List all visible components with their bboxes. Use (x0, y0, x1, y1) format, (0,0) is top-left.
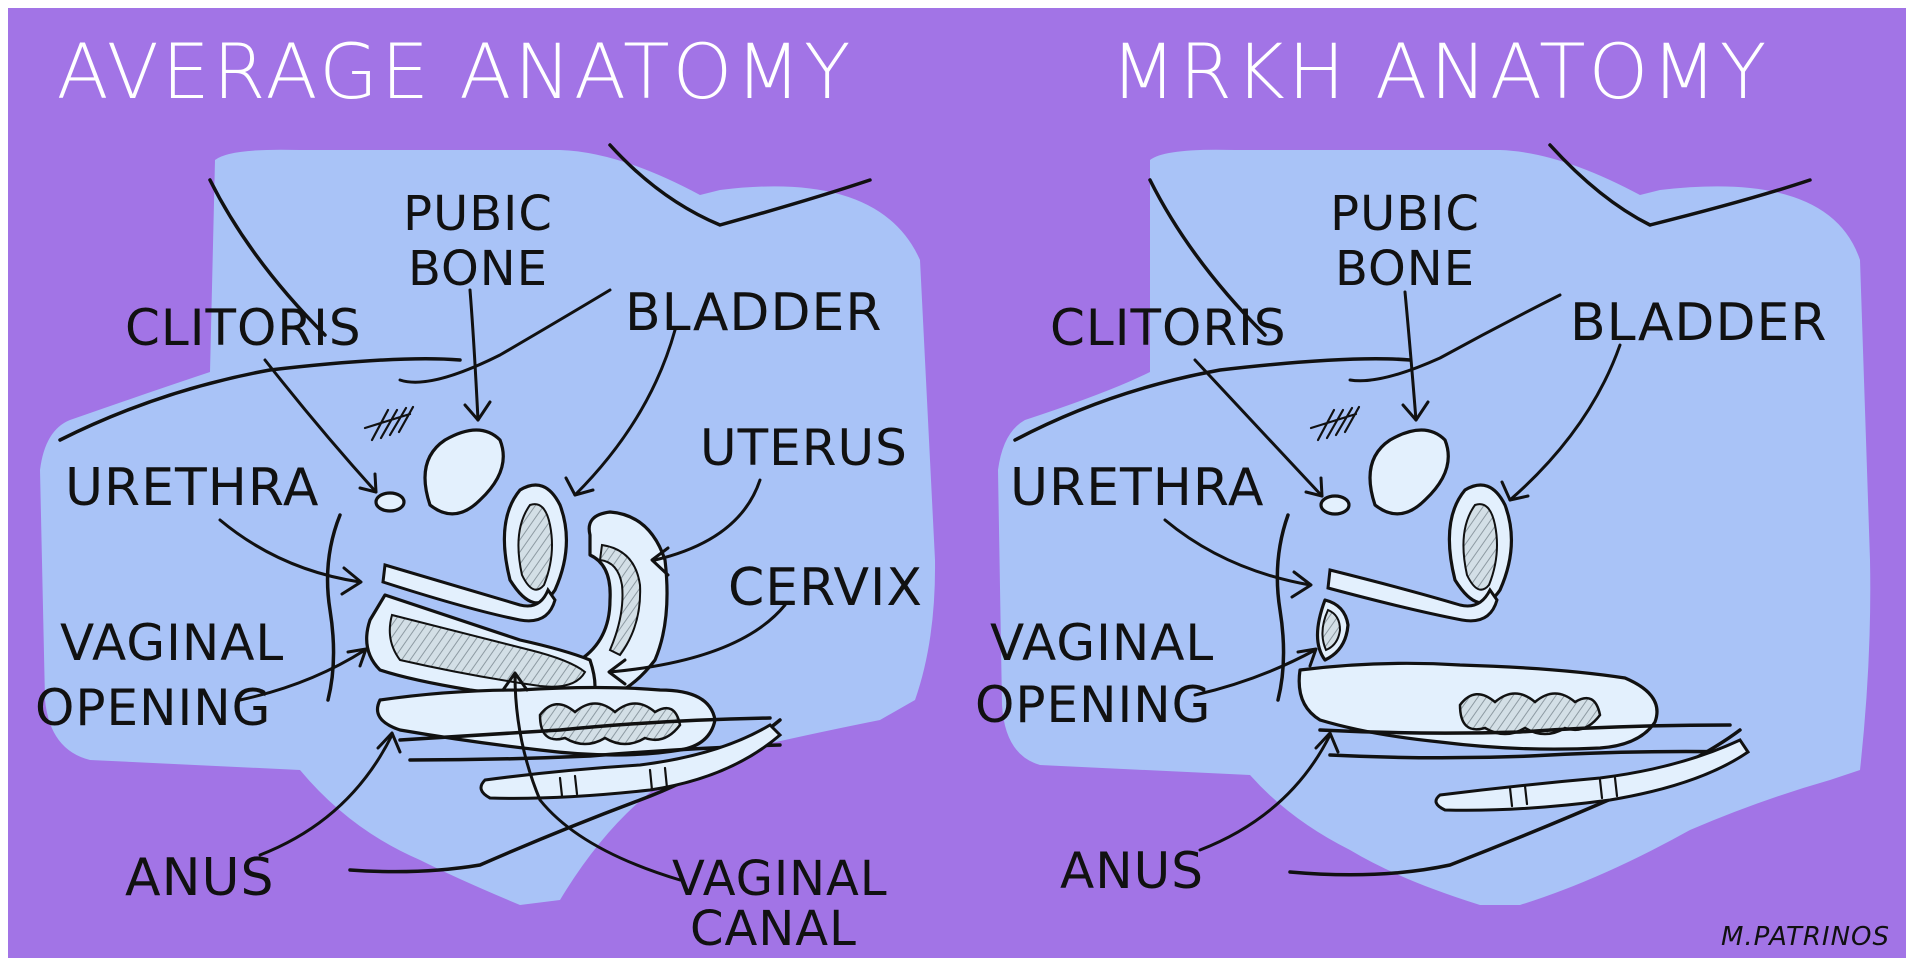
label-clitoris: CLITORIS (1050, 299, 1287, 357)
label-bladder: BLADDER (625, 283, 882, 343)
label-vaginal-opening-line1: VAGINAL (990, 614, 1214, 672)
bladder-inner (518, 504, 552, 590)
label-vaginal-canal-line1: VAGINAL (672, 851, 888, 907)
label-pubic-bone-line2: BONE (1335, 241, 1475, 297)
label-pubic-bone-line1: PUBIC (403, 186, 553, 242)
bladder-inner (1463, 504, 1497, 590)
label-anus: ANUS (125, 848, 275, 908)
label-vaginal-opening-line1: VAGINAL (60, 614, 284, 672)
panel-title: AVERAGE ANATOMY (57, 27, 854, 116)
label-vaginal-opening-line2: OPENING (35, 679, 271, 737)
label-uterus: UTERUS (700, 419, 908, 477)
label-anus: ANUS (1060, 842, 1204, 900)
panel-title: MRKH ANATOMY (1111, 27, 1770, 116)
label-pubic-bone-line2: BONE (408, 241, 548, 297)
label-bladder: BLADDER (1570, 293, 1827, 353)
label-vaginal-canal-line2: CANAL (690, 901, 857, 957)
clitoris (376, 493, 404, 511)
label-urethra: URETHRA (1010, 458, 1265, 518)
label-cervix: CERVIX (728, 558, 923, 618)
signature: M.PATRINOS (1721, 922, 1890, 952)
label-vaginal-opening-line2: OPENING (975, 676, 1211, 734)
clitoris (1321, 496, 1349, 514)
label-clitoris: CLITORIS (125, 299, 362, 357)
label-urethra: URETHRA (65, 458, 320, 518)
label-pubic-bone-line1: PUBIC (1330, 186, 1480, 242)
